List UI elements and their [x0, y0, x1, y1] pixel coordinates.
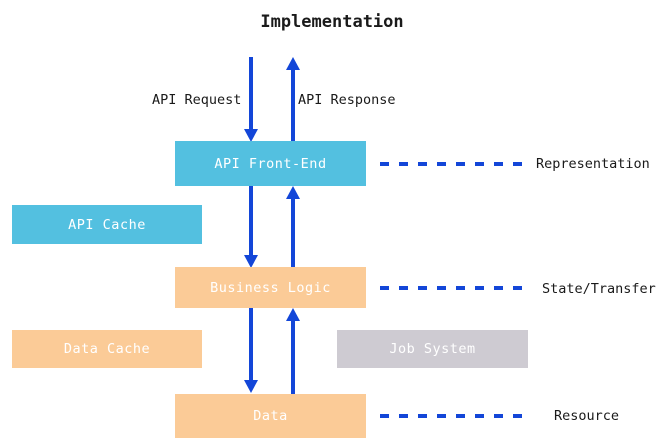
api-response-label: API Response [298, 92, 396, 108]
box-data-label: Data [253, 408, 288, 424]
representation-label: Representation [536, 156, 650, 172]
page-title: Implementation [260, 12, 404, 32]
resource-dashed-line [380, 414, 524, 418]
box-api-front-end[interactable]: API Front-End [175, 141, 366, 186]
box-data[interactable]: Data [175, 394, 366, 438]
box-data-cache[interactable]: Data Cache [12, 330, 202, 368]
box-api-cache[interactable]: API Cache [12, 205, 202, 244]
arrow-head-up-icon [286, 308, 300, 321]
box-job-system[interactable]: Job System [337, 330, 528, 368]
arrow-head-down-icon [244, 129, 258, 142]
arrow-head-up-icon [286, 186, 300, 199]
arrow-head-up-icon [286, 57, 300, 70]
arrow-head-down-icon [244, 380, 258, 393]
box-api-front-end-label: API Front-End [214, 155, 327, 172]
state-transfer-dashed-line [380, 286, 524, 290]
representation-dashed-line [380, 162, 524, 166]
arrow-head-down-icon [244, 255, 258, 268]
box-api-cache-label: API Cache [68, 216, 146, 233]
box-data-cache-label: Data Cache [63, 341, 151, 357]
box-business-logic-label: Business Logic [210, 279, 331, 296]
api-request-label: API Request [152, 92, 242, 108]
box-job-system-label: Job System [389, 341, 476, 357]
resource-label: Resource [554, 408, 620, 424]
box-business-logic[interactable]: Business Logic [175, 267, 366, 308]
state-transfer-label: State/Transfer [542, 281, 656, 297]
